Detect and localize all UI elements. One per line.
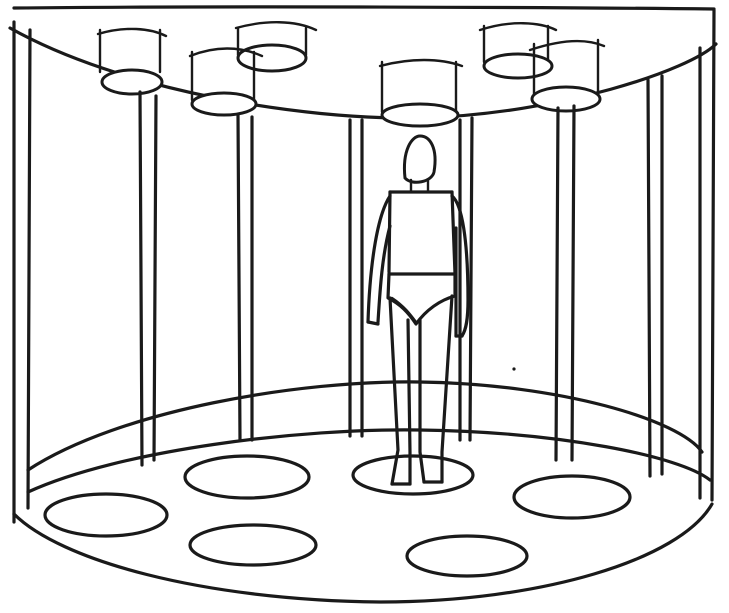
floor-pad — [407, 536, 527, 576]
top-edge-line — [14, 7, 714, 9]
pole — [140, 92, 142, 465]
pole — [556, 108, 558, 460]
pole — [28, 30, 30, 508]
pole — [238, 115, 240, 440]
floor-front-rim — [14, 504, 712, 602]
ceiling-emitter — [480, 23, 556, 78]
ceiling-emitter — [380, 60, 462, 126]
floor-pad — [353, 456, 473, 494]
floor-back-rim — [28, 382, 702, 470]
pencil-speck — [512, 367, 515, 370]
pole — [572, 106, 574, 460]
pole — [712, 10, 714, 500]
pole — [470, 118, 472, 440]
pole — [154, 96, 156, 460]
ceiling-emitter — [236, 22, 316, 71]
floor-pad — [514, 476, 630, 518]
floor-pad — [45, 494, 167, 536]
floor-pad — [190, 525, 316, 565]
ceiling-emitter — [98, 29, 166, 94]
floor-pad — [185, 456, 309, 498]
pole — [648, 80, 650, 476]
